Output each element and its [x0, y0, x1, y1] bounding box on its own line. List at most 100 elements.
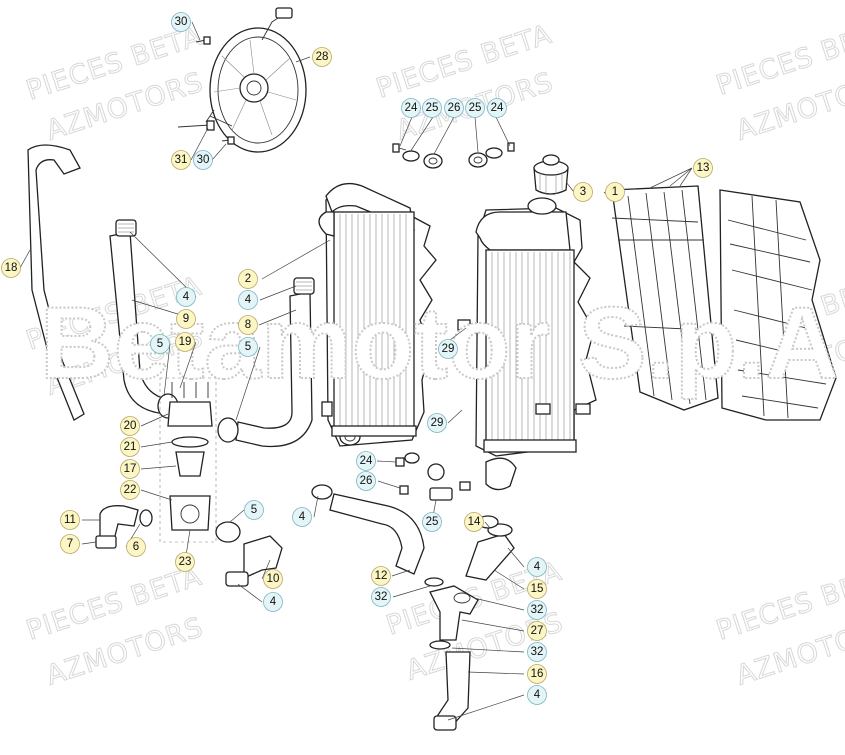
callout-circle [176, 287, 196, 307]
callout-4: 4 [292, 507, 312, 527]
callout-label: 26 [448, 102, 461, 114]
callout-26: 26 [444, 98, 464, 118]
callout-9: 9 [176, 309, 196, 329]
callout-circle [120, 459, 140, 479]
callout-23: 23 [175, 552, 195, 572]
callout-label: 12 [375, 570, 388, 582]
callout-3: 3 [573, 182, 593, 202]
callout-label: 14 [468, 516, 481, 528]
callout-label: 11 [64, 514, 76, 526]
breather-hose-18 [27, 144, 85, 421]
callout-label: 26 [360, 475, 373, 487]
callout-30: 30 [193, 150, 213, 170]
callout-32: 32 [371, 587, 391, 607]
callout-circle [263, 592, 283, 612]
callout-circle [422, 512, 442, 532]
callout-label: 32 [531, 646, 544, 658]
callout-label: 13 [697, 162, 710, 174]
callout-label: 6 [133, 541, 139, 553]
callout-8: 8 [238, 315, 258, 335]
callout-22: 22 [120, 480, 140, 500]
callout-circle [238, 337, 258, 357]
radiator-louvre-13 [719, 189, 837, 421]
callout-25: 25 [422, 98, 442, 118]
callout-circle [120, 480, 140, 500]
callout-label: 1 [612, 186, 618, 198]
callout-circle [527, 664, 547, 684]
callout-11: 11 [60, 510, 80, 530]
callout-circle [193, 150, 213, 170]
callout-circle [605, 182, 625, 202]
callout-1: 1 [605, 182, 625, 202]
callout-31: 31 [171, 150, 191, 170]
callout-label: 21 [124, 441, 137, 453]
callout-21: 21 [120, 437, 140, 457]
callout-circle [120, 416, 140, 436]
callout-label: 25 [469, 102, 482, 114]
callout-32: 32 [527, 600, 547, 620]
callout-label: 8 [245, 319, 251, 331]
callout-circle [438, 339, 458, 359]
callout-circle [371, 566, 391, 586]
callout-circle [527, 557, 547, 577]
callout-circle [175, 332, 195, 352]
radiator-cap [533, 154, 569, 195]
callout-circle [527, 579, 547, 599]
callout-24: 24 [356, 451, 376, 471]
upper-fittings [392, 142, 515, 169]
elbow-fitting-11 [95, 505, 153, 549]
callout-circle [126, 537, 146, 557]
fan-screw-30-bottom [221, 136, 235, 145]
callout-16: 16 [527, 664, 547, 684]
callout-circle [356, 471, 376, 491]
callout-27: 27 [527, 621, 547, 641]
callout-label: 22 [124, 484, 137, 496]
fan-screw-31 [177, 120, 215, 131]
callout-label: 4 [245, 294, 252, 306]
hose-clamps [424, 577, 451, 650]
callout-label: 24 [360, 455, 373, 467]
callout-label: 16 [531, 668, 544, 680]
callout-circle [238, 315, 258, 335]
callout-label: 18 [5, 262, 18, 274]
lower-hose-12 [311, 484, 425, 575]
callout-circle [427, 413, 447, 433]
callout-label: 27 [531, 625, 544, 637]
y-joint-27 [429, 585, 479, 641]
fan-screw-30-top [195, 36, 211, 45]
callout-circle [150, 334, 170, 354]
callout-5: 5 [244, 500, 264, 520]
callout-circle [527, 642, 547, 662]
callout-circle [120, 437, 140, 457]
callout-circle [244, 500, 264, 520]
callout-25: 25 [465, 98, 485, 118]
callout-circle [444, 98, 464, 118]
callout-4: 4 [263, 592, 283, 612]
callout-label: 3 [580, 186, 586, 198]
callout-30: 30 [171, 12, 191, 32]
callout-label: 4 [534, 689, 541, 701]
callout-12: 12 [371, 566, 391, 586]
callout-10: 10 [263, 569, 283, 589]
callout-label: 10 [267, 573, 280, 585]
callout-circle [292, 507, 312, 527]
callout-label: 29 [442, 343, 455, 355]
callout-5: 5 [238, 337, 258, 357]
callout-circle [176, 309, 196, 329]
callout-26: 26 [356, 471, 376, 491]
callout-circle [263, 569, 283, 589]
callout-circle [371, 587, 391, 607]
callout-circle [464, 512, 484, 532]
callout-label: 7 [67, 538, 73, 550]
cooling-fan-assembly [205, 7, 307, 153]
callout-label: 24 [405, 102, 418, 114]
callout-label: 31 [175, 154, 188, 166]
watermark-center: Betamotor S.p.A. [40, 286, 845, 400]
callout-circle [238, 290, 258, 310]
callout-label: 24 [491, 102, 504, 114]
callout-circle [465, 98, 485, 118]
callout-13: 13 [693, 158, 713, 178]
callout-label: 4 [270, 596, 277, 608]
